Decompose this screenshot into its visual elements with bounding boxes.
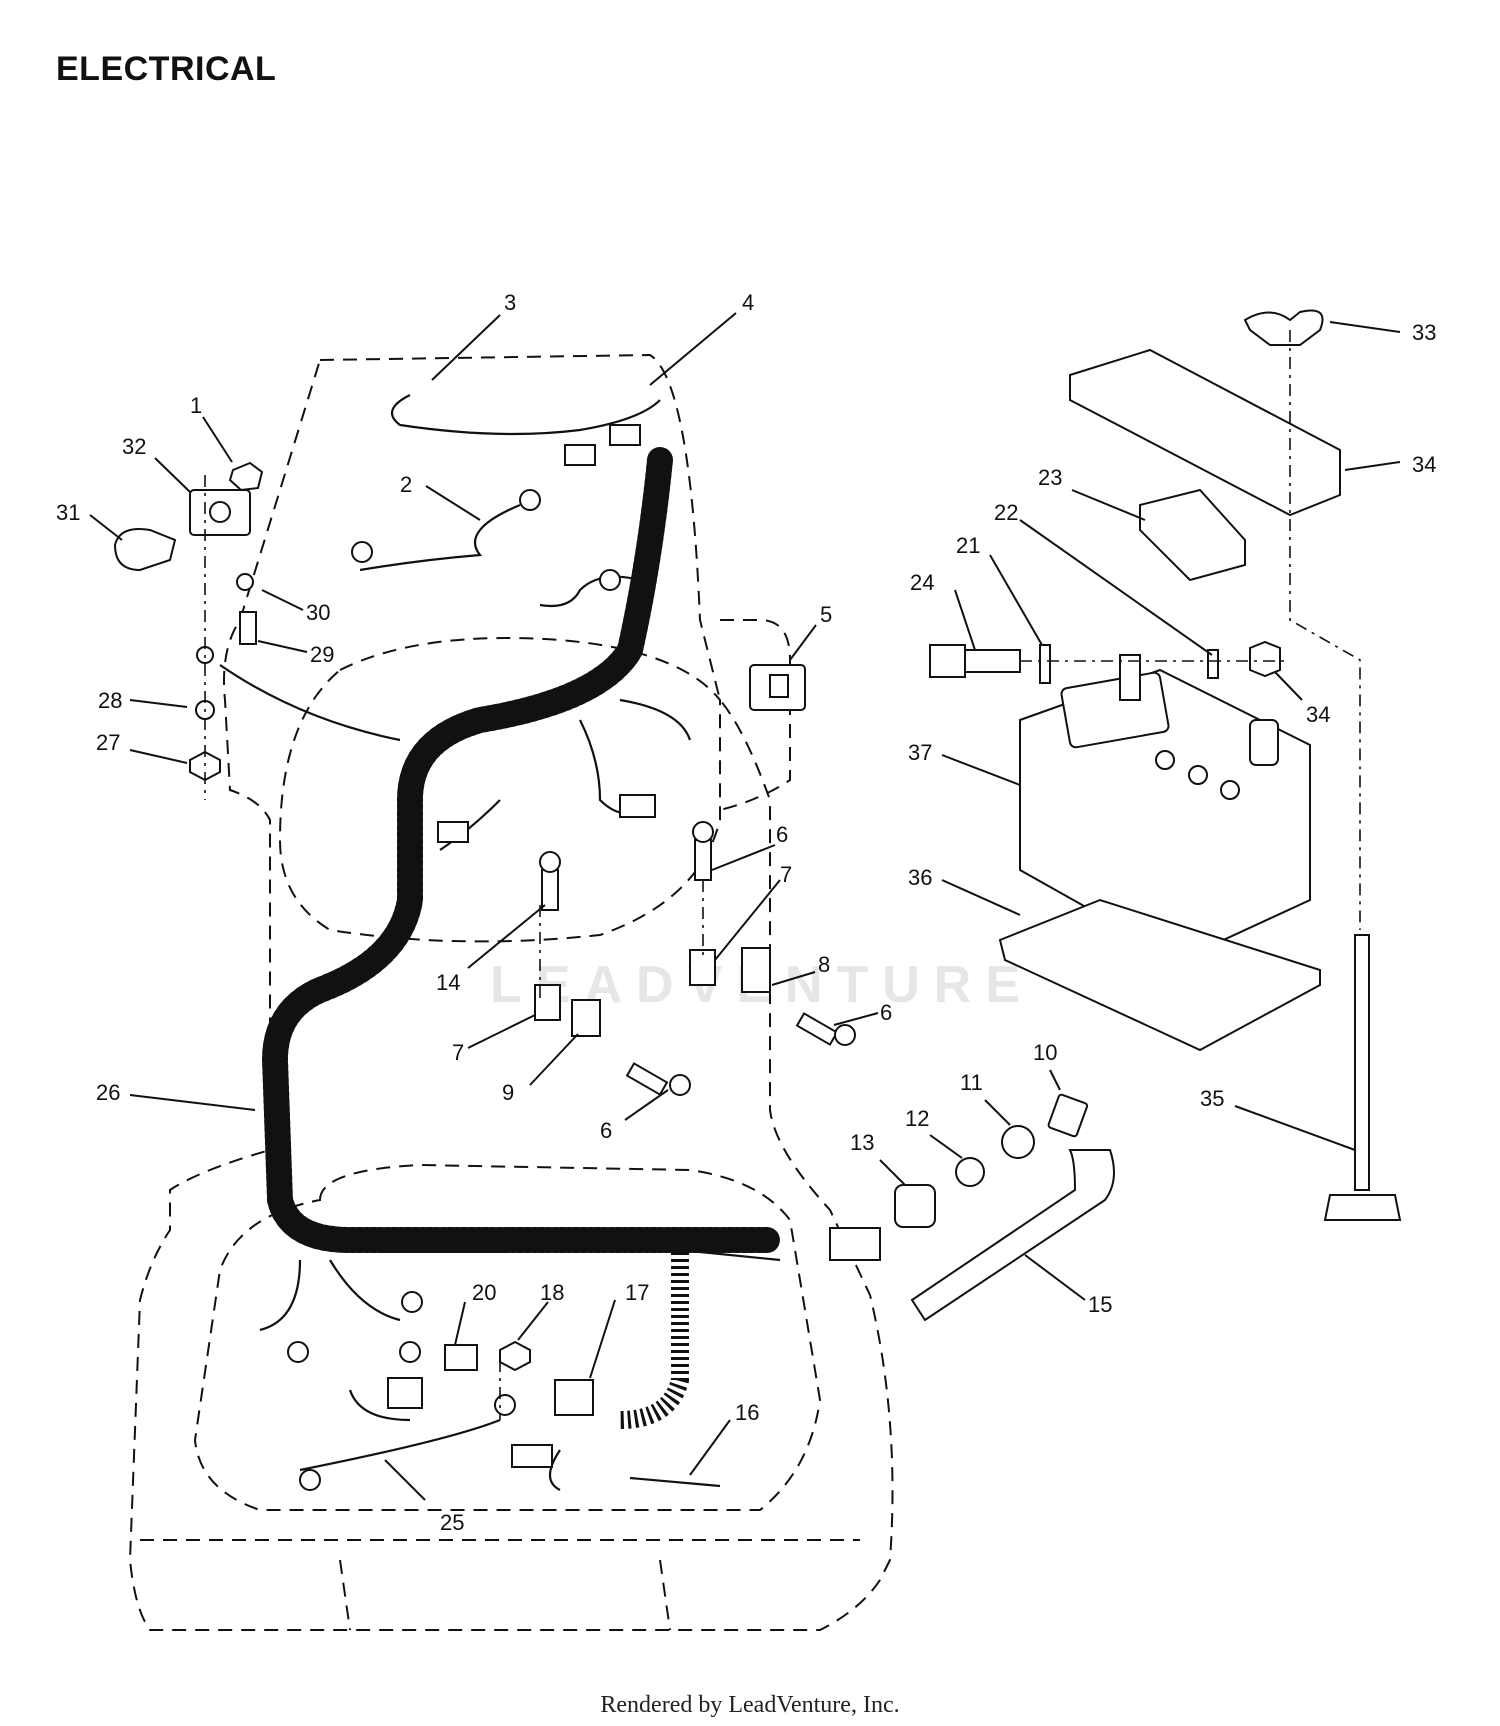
- callout-18: 18: [540, 1280, 564, 1305]
- center-lines: [204, 330, 1361, 1420]
- callout-33: 34: [1412, 452, 1436, 477]
- footer-credit: Rendered by LeadVenture, Inc.: [600, 1692, 900, 1718]
- callout-29: 21: [956, 533, 980, 558]
- callout-6c: 6: [600, 1118, 612, 1143]
- callout-4: 4: [742, 290, 754, 315]
- wire-harness-coil: [261, 447, 783, 1429]
- callout-10: 14: [436, 970, 460, 995]
- callout-19: 20: [472, 1280, 496, 1305]
- callout-8: 8: [818, 952, 830, 977]
- callout-14: 13: [850, 1130, 874, 1155]
- callout-26: 31: [56, 500, 80, 525]
- callout-31: 23: [1038, 465, 1062, 490]
- callout-37: 37: [908, 740, 932, 765]
- callout-21: 26: [96, 1080, 120, 1105]
- callout-15: 15: [1088, 1292, 1112, 1317]
- callout-12: 11: [960, 1070, 983, 1095]
- tractor-outline: [128, 353, 894, 1631]
- callouts: 3 4 2 1 32 31 30 29 28 27 5 6 7 8 6 14 7…: [56, 290, 1436, 1535]
- callout-11: 10: [1033, 1040, 1057, 1065]
- callout-7b: 7: [452, 1040, 464, 1065]
- callout-23: 28: [98, 688, 122, 713]
- callout-28: 24: [910, 570, 934, 595]
- callout-2: 2: [400, 472, 412, 497]
- callout-27: 32: [122, 434, 146, 459]
- callout-7: 7: [780, 862, 792, 887]
- callout-35: 35: [1200, 1086, 1224, 1111]
- callout-24: 29: [310, 642, 334, 667]
- callout-36: 36: [908, 865, 932, 890]
- callout-34: 34: [1306, 702, 1330, 727]
- callout-30: 22: [994, 500, 1018, 525]
- callout-17: 17: [625, 1280, 649, 1305]
- callout-5: 5: [820, 602, 832, 627]
- callout-32: 33: [1412, 320, 1436, 345]
- callout-1: 1: [190, 393, 202, 418]
- callout-20: 25: [440, 1510, 464, 1535]
- callout-6b: 6: [880, 1000, 892, 1025]
- callout-3: 3: [504, 290, 516, 315]
- parts: [113, 309, 1402, 1491]
- page-title: ELECTRICAL: [56, 50, 277, 88]
- callout-16: 16: [735, 1400, 759, 1425]
- callout-13: 12: [905, 1106, 929, 1131]
- callout-25: 30: [306, 600, 330, 625]
- callout-22: 27: [96, 730, 120, 755]
- wires: [219, 394, 781, 1491]
- callout-9: 9: [502, 1080, 514, 1105]
- callout-6: 6: [776, 822, 788, 847]
